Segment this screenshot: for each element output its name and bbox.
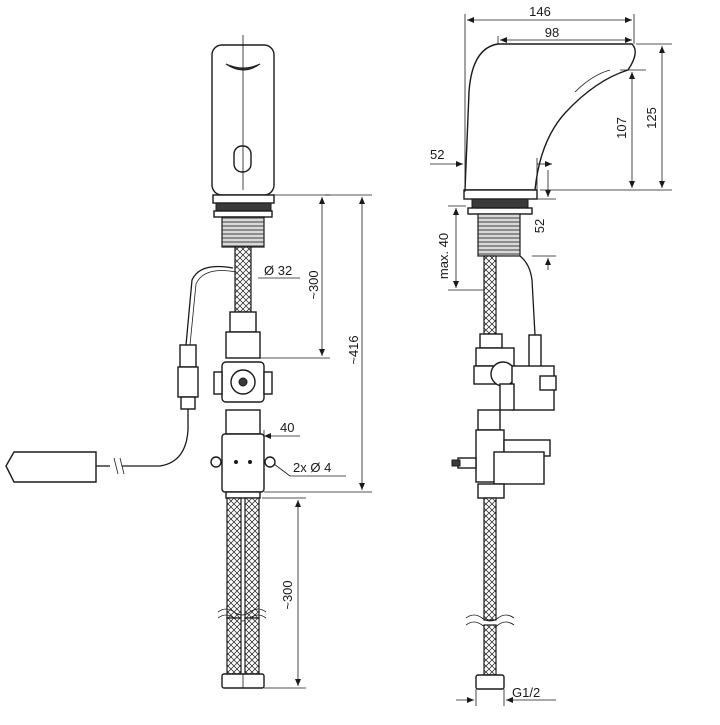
dim-side-deck-max: max. 40 (436, 233, 451, 279)
dim-side-spout-reach: 98 (545, 25, 559, 40)
dim-side-base-width: 52 (430, 147, 444, 162)
front-cable (185, 265, 234, 346)
front-sensor-window (233, 145, 252, 173)
dim-side-connection: G1/2 (512, 685, 540, 700)
dim-side-total-height: 125 (644, 107, 659, 129)
side-thread-shank (477, 213, 521, 257)
front-logo-mark (225, 63, 261, 71)
dim-side-overall-length: 146 (529, 4, 551, 19)
dim-front-diameter: Ø 32 (264, 263, 292, 278)
front-view: Ø 32 ~300 ~416 40 2x Ø 4 ~300 (5, 35, 372, 689)
side-view: 146 98 52 107 125 max. 40 52 (430, 4, 672, 706)
dim-front-hose-lower: ~300 (280, 580, 295, 609)
dim-front-hose-upper: ~300 (306, 270, 321, 299)
front-hose-lower-right (244, 497, 260, 619)
dim-front-total-height: ~416 (346, 335, 361, 364)
front-mount-hole-right (264, 456, 276, 468)
dim-front-holes: 2x Ø 4 (293, 460, 331, 475)
side-hose-upper (483, 255, 497, 335)
side-connector-nut (475, 674, 505, 690)
front-cable-connector (179, 344, 197, 368)
front-hose-upper (234, 246, 252, 313)
front-battery-box (5, 451, 97, 483)
front-sensor-head (211, 35, 275, 196)
front-thread-shank (221, 216, 265, 248)
dim-side-spout-height: 107 (614, 117, 629, 139)
front-hose-lower-left (226, 497, 242, 619)
side-hose-lower (483, 497, 497, 621)
dim-front-valve-width: 40 (280, 420, 294, 435)
side-solenoid (493, 451, 545, 485)
dim-side-shank: 52 (532, 219, 547, 233)
side-spout (464, 43, 636, 191)
front-mount-hole-left (210, 456, 222, 468)
